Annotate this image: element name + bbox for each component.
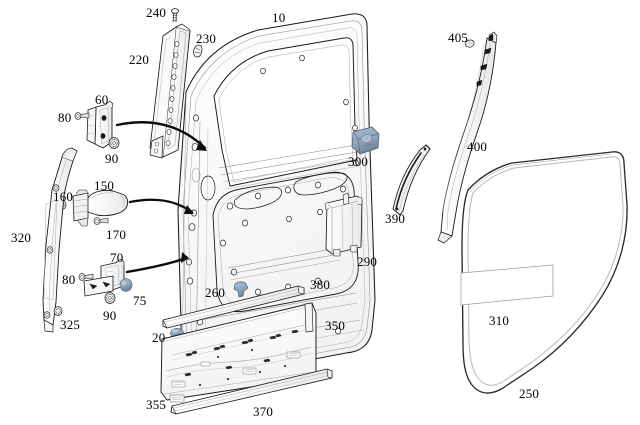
callout-160[interactable]: 160 (53, 189, 74, 204)
part-290-spacer-block[interactable] (324, 192, 363, 257)
part-310-label-plate[interactable] (460, 264, 554, 306)
part-240-screw[interactable] (171, 8, 179, 23)
part-355-clip-strip[interactable] (169, 394, 185, 403)
callout-405[interactable]: 405 (448, 30, 469, 45)
part-90-nut-upper[interactable] (108, 137, 120, 149)
part-350-door-panel[interactable] (160, 302, 317, 401)
part-60-hinge-upper[interactable] (86, 100, 114, 149)
callout-170[interactable]: 170 (106, 227, 127, 242)
part-90-nut-lower[interactable] (104, 292, 116, 304)
part-170-bolt[interactable] (93, 217, 109, 225)
callout-230[interactable]: 230 (196, 31, 217, 46)
part-405-clip[interactable] (464, 39, 475, 48)
callout-60[interactable]: 60 (95, 92, 109, 107)
part-320-window-rail[interactable] (42, 147, 78, 333)
callout-400[interactable]: 400 (467, 139, 488, 154)
callout-250[interactable]: 250 (519, 386, 540, 401)
callout-240[interactable]: 240 (146, 5, 167, 20)
callout-80[interactable]: 80 (58, 110, 72, 125)
callout-90-lower[interactable]: 90 (103, 308, 117, 323)
part-230-clip[interactable] (193, 44, 203, 58)
callout-325[interactable]: 325 (60, 317, 81, 332)
callout-70[interactable]: 70 (110, 250, 124, 265)
callout-320[interactable]: 320 (11, 230, 32, 245)
callout-355[interactable]: 355 (146, 397, 167, 412)
callout-75[interactable]: 75 (133, 293, 147, 308)
part-325-clip[interactable] (53, 306, 63, 316)
callout-310[interactable]: 310 (489, 313, 510, 328)
leader-arrows (115, 121, 207, 274)
callout-80-lower[interactable]: 80 (62, 272, 76, 287)
callout-390[interactable]: 390 (385, 211, 406, 226)
part-250-door-seal[interactable] (461, 151, 628, 394)
part-400-b-pillar-trim[interactable] (437, 31, 498, 244)
callout-290[interactable]: 290 (357, 254, 378, 269)
callout-370[interactable]: 370 (253, 404, 274, 419)
callout-20[interactable]: 20 (152, 330, 166, 345)
part-370-sill-trim[interactable] (170, 368, 333, 415)
callout-380[interactable]: 380 (310, 277, 331, 292)
callout-300[interactable]: 300 (348, 154, 369, 169)
callout-90[interactable]: 90 (105, 151, 119, 166)
part-260-clip[interactable] (233, 281, 249, 298)
callout-10[interactable]: 10 (272, 10, 286, 25)
part-80-bolt-lower[interactable] (78, 273, 94, 281)
part-300-bracket-block[interactable] (351, 126, 380, 155)
part-70-hinge-lower[interactable] (83, 258, 125, 297)
callout-150[interactable]: 150 (94, 178, 115, 193)
part-80-bolt-upper[interactable] (74, 112, 90, 120)
part-75-plug[interactable] (119, 278, 133, 292)
part-380-trim-strip[interactable] (162, 285, 305, 329)
part-150-door-check[interactable] (72, 189, 129, 227)
callout-350[interactable]: 350 (325, 318, 346, 333)
callout-220[interactable]: 220 (129, 52, 150, 67)
callout-260[interactable]: 260 (205, 285, 226, 300)
part-390-window-trim[interactable] (392, 144, 431, 216)
